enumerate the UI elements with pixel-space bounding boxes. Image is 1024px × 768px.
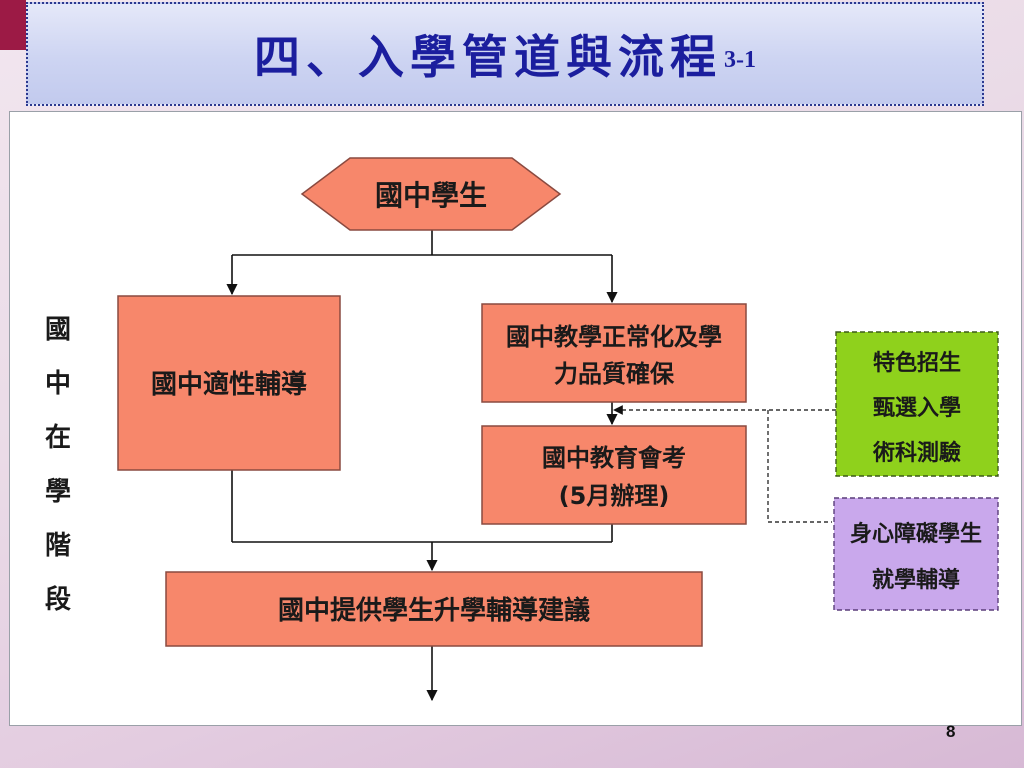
side-purple-line-1: 身心障礙學生 (850, 521, 982, 547)
bottom-box-label: 國中提供學生升學輔導建議 (278, 595, 590, 626)
right-mid-node: 國中教育會考 (5月辦理) (481, 425, 747, 525)
right-top-line-2: 力品質確保 (554, 360, 675, 388)
side-purple-line-2: 就學輔導 (872, 567, 960, 593)
right-top-node: 國中教學正常化及學 力品質確保 (481, 303, 747, 403)
title-bar: 四、入學管道與流程 3-1 (26, 2, 984, 106)
left-box (117, 295, 341, 471)
stage-char-1: 國 (45, 315, 71, 345)
bottom-node: 國中提供學生升學輔導建議 (165, 571, 703, 647)
stage-char-2: 中 (45, 369, 71, 399)
right-mid-line-2: (5月辦理) (559, 482, 670, 510)
right-top-box (481, 303, 747, 403)
stage-label: 國 中 在 學 階 段 (45, 315, 71, 615)
start-node: 國中學生 (300, 157, 562, 231)
page-number: 8 (946, 722, 956, 741)
side-purple-node: 身心障礙學生 就學輔導 (833, 497, 999, 611)
side-green-line-3: 術科測驗 (872, 440, 961, 466)
stage-char-5: 階 (45, 531, 71, 561)
side-purple-box (833, 497, 999, 611)
stage-char-6: 段 (45, 584, 71, 615)
right-top-line-1: 國中教學正常化及學 (506, 323, 722, 351)
start-hexagon (300, 157, 562, 231)
left-box-node: 國中適性輔導 (117, 295, 341, 471)
start-label: 國中學生 (375, 179, 487, 212)
left-box-label: 國中適性輔導 (151, 369, 307, 400)
connectors (226, 230, 618, 702)
right-mid-box (481, 425, 747, 525)
right-mid-line-1: 國中教育會考 (542, 444, 686, 472)
side-green-line-2: 甄選入學 (873, 395, 961, 421)
stage-char-3: 在 (45, 423, 71, 453)
side-green-node: 特色招生 甄選入學 術科測驗 (835, 331, 999, 477)
slide-title-suffix: 3-1 (724, 46, 756, 73)
bottom-box (165, 571, 703, 647)
dashed-connectors (613, 405, 836, 523)
side-green-line-1: 特色招生 (873, 350, 961, 376)
stage-char-4: 學 (45, 477, 71, 507)
side-green-box (835, 331, 999, 477)
slide-title: 四、入學管道與流程 (254, 30, 722, 84)
left-accent-bar (0, 0, 26, 50)
